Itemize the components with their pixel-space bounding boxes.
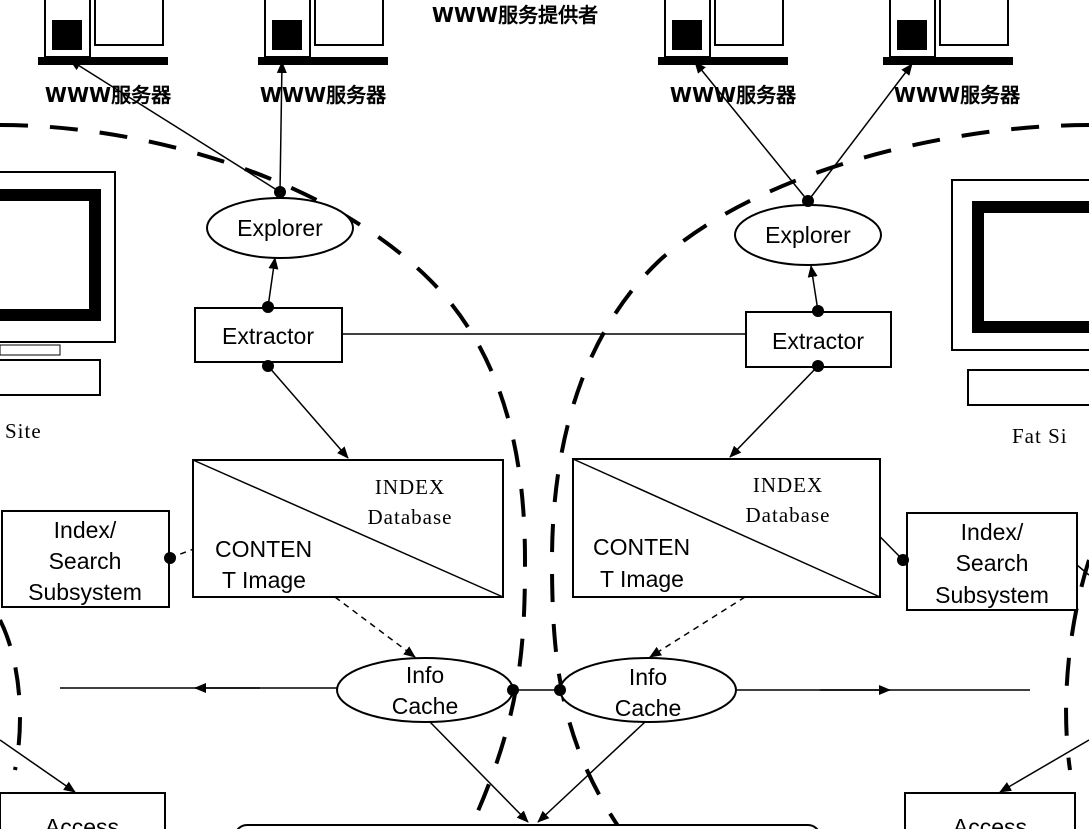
www-server-2 bbox=[258, 0, 388, 65]
arrow-extractor-content-right bbox=[729, 365, 819, 458]
left-extractor-label: Extractor bbox=[222, 323, 314, 349]
server-label-3: WWW服务器 bbox=[670, 83, 797, 107]
left-access-label: Access bbox=[45, 814, 119, 829]
left-site-computer bbox=[0, 171, 116, 396]
arrow-extractor-explorer-left bbox=[267, 257, 279, 308]
left-content-label-1: CONTEN bbox=[215, 536, 312, 562]
right-content-index-box bbox=[572, 458, 881, 598]
www-server-1 bbox=[38, 0, 168, 65]
right-cache-label-1: Info bbox=[629, 664, 667, 690]
left-lower-boundary-dashed bbox=[0, 619, 22, 771]
bottom-shared-box bbox=[236, 824, 819, 829]
left-search-subsystem-box bbox=[1, 510, 170, 608]
www-server-3 bbox=[658, 0, 788, 65]
right-access-label: Access bbox=[953, 814, 1027, 829]
right-database-label: Database bbox=[746, 503, 831, 527]
provider-title: WWW服务提供者 bbox=[432, 3, 598, 27]
left-content-index-box bbox=[192, 459, 504, 598]
arrow-content-cache-right bbox=[649, 596, 746, 658]
arrow-to-left-access bbox=[0, 739, 76, 793]
arrow-explorer-server-4 bbox=[807, 63, 913, 202]
arrow-extractor-explorer-right bbox=[807, 265, 819, 312]
left-cache-label-1: Info bbox=[406, 662, 444, 688]
right-search-label-2: Search bbox=[956, 550, 1029, 576]
left-site-label: Site bbox=[5, 419, 42, 443]
arrow-cache-bottom-right bbox=[537, 721, 646, 823]
server-label-4: WWW服务器 bbox=[894, 83, 1021, 107]
arrow-extractor-content-left bbox=[267, 365, 349, 459]
arrow-cache-bottom-left bbox=[429, 721, 529, 823]
left-cache-label-2: Cache bbox=[392, 693, 458, 719]
www-server-4 bbox=[883, 0, 1013, 65]
right-search-label-1: Index/ bbox=[961, 519, 1024, 545]
right-extractor-label: Extractor bbox=[772, 328, 864, 354]
right-extractor-box bbox=[745, 311, 892, 368]
left-index-label: INDEX bbox=[375, 475, 445, 499]
arrow-explorer-server-3 bbox=[694, 61, 809, 202]
left-search-label-1: Index/ bbox=[54, 517, 117, 543]
arrow-explorer-server-1 bbox=[69, 59, 281, 193]
right-boundary-dashed bbox=[549, 123, 1089, 829]
right-content-label-1: CONTEN bbox=[593, 534, 690, 560]
server-label-1: WWW服务器 bbox=[45, 83, 172, 107]
right-explorer-label: Explorer bbox=[765, 222, 851, 248]
left-content-label-2: T Image bbox=[222, 567, 306, 593]
right-content-label-2: T Image bbox=[600, 566, 684, 592]
right-access-box bbox=[904, 792, 1076, 829]
arrow-explorer-server-2 bbox=[276, 61, 287, 193]
left-search-label-2: Search bbox=[49, 548, 122, 574]
right-index-label: INDEX bbox=[753, 473, 823, 497]
arrow-to-right-access bbox=[999, 739, 1089, 793]
left-database-label: Database bbox=[368, 505, 453, 529]
server-label-2: WWW服务器 bbox=[260, 83, 387, 107]
left-boundary-dashed bbox=[0, 123, 528, 829]
left-explorer-label: Explorer bbox=[237, 215, 323, 241]
right-search-edge-line bbox=[1076, 564, 1089, 576]
right-site-label: Fat Si bbox=[1012, 424, 1068, 448]
left-access-box bbox=[0, 792, 166, 829]
connection-dots bbox=[164, 186, 909, 696]
right-search-label-3: Subsystem bbox=[935, 582, 1049, 608]
right-site-computer bbox=[951, 179, 1089, 406]
right-search-subsystem-box bbox=[906, 512, 1078, 611]
right-cache-label-2: Cache bbox=[615, 695, 681, 721]
right-lower-boundary-dashed bbox=[1064, 559, 1089, 771]
arrow-content-cache-left bbox=[334, 596, 416, 658]
left-search-label-3: Subsystem bbox=[28, 579, 142, 605]
